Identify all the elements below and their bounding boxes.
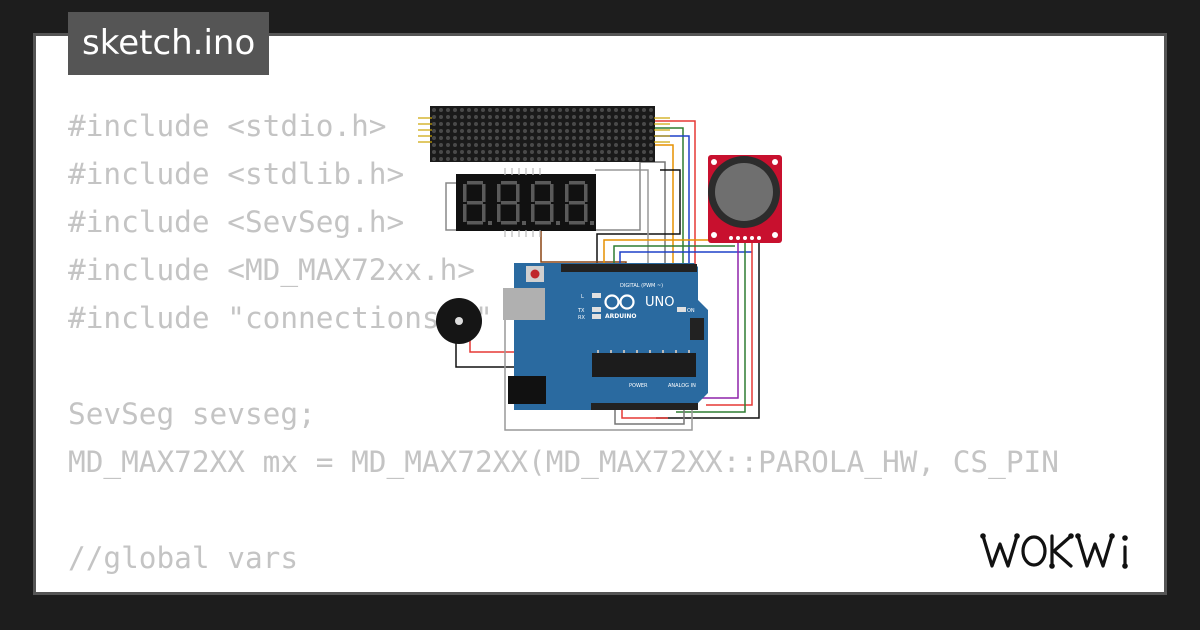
reset-button[interactable]	[530, 269, 540, 279]
seven-segment-display[interactable]	[456, 168, 596, 237]
usb-port	[503, 288, 545, 320]
code-line: int value = 0;	[68, 582, 1059, 592]
arduino-logo-icon	[604, 294, 635, 310]
led-l-label: L	[581, 294, 584, 300]
led-matrix-dots	[432, 108, 653, 161]
led-tx-label: TX	[577, 308, 585, 314]
led-rx-label: RX	[578, 315, 585, 321]
buzzer-hole	[455, 317, 463, 325]
joystick-knob[interactable]	[715, 163, 773, 221]
code-line: MD_MAX72XX mx = MD_MAX72XX(MD_MAX72XX::P…	[68, 445, 1059, 479]
buzzer[interactable]	[436, 298, 482, 344]
file-tab[interactable]: sketch.ino	[68, 12, 270, 75]
analog-power-header	[591, 403, 698, 410]
led-matrix-body	[430, 106, 655, 162]
code-line: #include <SevSeg.h>	[68, 205, 405, 239]
code-preview: #include <stdio.h> #include <stdlib.h> #in…	[68, 102, 1059, 592]
code-line: //global vars	[68, 541, 299, 575]
code-line: SevSeg sevseg;	[68, 397, 316, 431]
display-pins	[504, 168, 541, 237]
led-matrix[interactable]	[418, 106, 670, 162]
joystick-module[interactable]	[708, 155, 782, 243]
power-label: POWER	[629, 383, 648, 389]
wokwi-logo[interactable]	[979, 528, 1149, 574]
analog-label: ANALOG IN	[668, 383, 696, 389]
code-line: #include <MD_MAX72xx.h>	[68, 253, 475, 287]
matrix-pins	[418, 117, 670, 143]
digital-label: DIGITAL (PWM ~)	[620, 283, 663, 289]
display-digits	[463, 181, 594, 225]
power-jack	[508, 376, 546, 404]
board-model: UNO	[645, 295, 674, 310]
digital-header	[561, 264, 697, 272]
code-line: #include <stdlib.h>	[68, 157, 405, 191]
wokwi-wordmark-icon	[981, 534, 1127, 568]
led-on-label: ON	[687, 308, 695, 314]
atmega-chip	[592, 353, 696, 377]
code-line: #include <stdio.h>	[68, 109, 387, 143]
arduino-uno-board[interactable]: L TX RX ON DIGITAL (PWM ~) UNO ARDUINO P…	[503, 263, 708, 410]
board-brand: ARDUINO	[605, 313, 636, 320]
